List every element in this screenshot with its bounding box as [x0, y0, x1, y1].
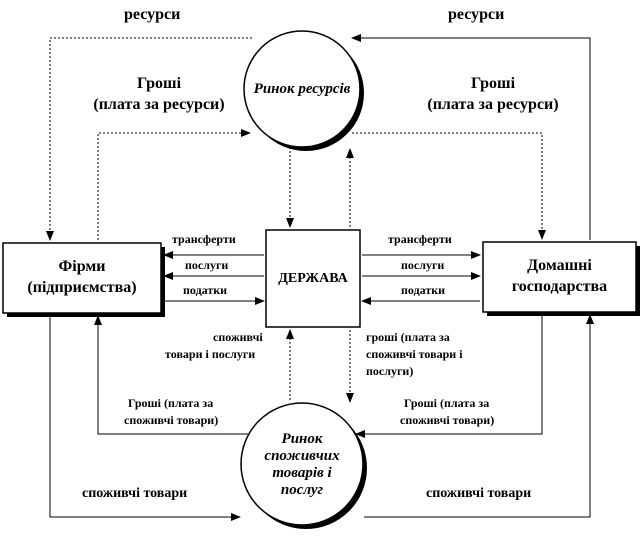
households-label: Домашні господарства: [511, 257, 608, 295]
households-box: [482, 241, 637, 313]
flow-resources-from-households: [351, 34, 591, 240]
label-money-payment-2: споживчі товари і: [366, 347, 463, 361]
label-money-resources-left-2: (плата за ресурси): [93, 96, 225, 113]
label-taxes-left: податки: [183, 283, 228, 297]
label-consumer-goods-left: споживчі товари: [82, 486, 188, 501]
flow-money-resource-market-to-households: [352, 132, 546, 240]
label-money-resources-right-2: (плата за ресурси): [427, 96, 559, 113]
label-money-consumer-left-2: споживчі товари): [124, 413, 219, 427]
state-label: ДЕРЖАВА: [278, 270, 348, 286]
firms-box: [2, 242, 162, 314]
label-money-payment-3: послуги): [366, 364, 414, 378]
label-money-consumer-right-1: Гроші (плата за: [404, 396, 490, 410]
label-money-payment-1: гроші (плата за: [366, 330, 450, 344]
label-consumer-goods-services-1: споживчі: [213, 330, 263, 344]
label-transfers-left: трансферти: [172, 232, 236, 246]
label-money-resources-right-1: Гроші: [470, 75, 516, 92]
consumer-market-circle: [240, 402, 364, 526]
label-resources-left: ресурси: [124, 6, 181, 23]
label-taxes-right: податки: [401, 283, 446, 297]
flow-goods-firms-to-consumer-market: [49, 316, 241, 521]
label-consumer-goods-right: споживчі товари: [426, 486, 532, 501]
resource-market-circle: [243, 30, 361, 148]
label-resources-right: ресурси: [448, 6, 505, 23]
flow-resources-to-firms: [46, 37, 252, 241]
flow-money-consumer-market-to-firms: [94, 315, 248, 435]
label-money-resources-left-1: Гроші: [136, 75, 182, 92]
resource-market-label: Ринок ресурсів: [253, 80, 351, 97]
label-money-consumer-left-1: Гроші (плата за: [128, 396, 214, 410]
label-services-right: послуги: [401, 258, 445, 272]
label-consumer-goods-services-2: товари і послуги: [165, 347, 256, 361]
flow-money-firms-to-resource-market: [97, 129, 251, 240]
state-box: [265, 229, 361, 328]
flow-goods-consumer-market-to-households: [364, 314, 594, 518]
label-transfers-right: трансферти: [388, 232, 452, 246]
label-money-consumer-right-2: споживчі товари): [400, 413, 495, 427]
consumer-market-label: Ринок споживчих товарів і послуг: [264, 430, 340, 499]
firms-label: Фірми (підприємства): [27, 258, 137, 296]
flow-money-households-to-consumer-market: [355, 315, 543, 438]
label-services-left: послуги: [185, 258, 229, 272]
